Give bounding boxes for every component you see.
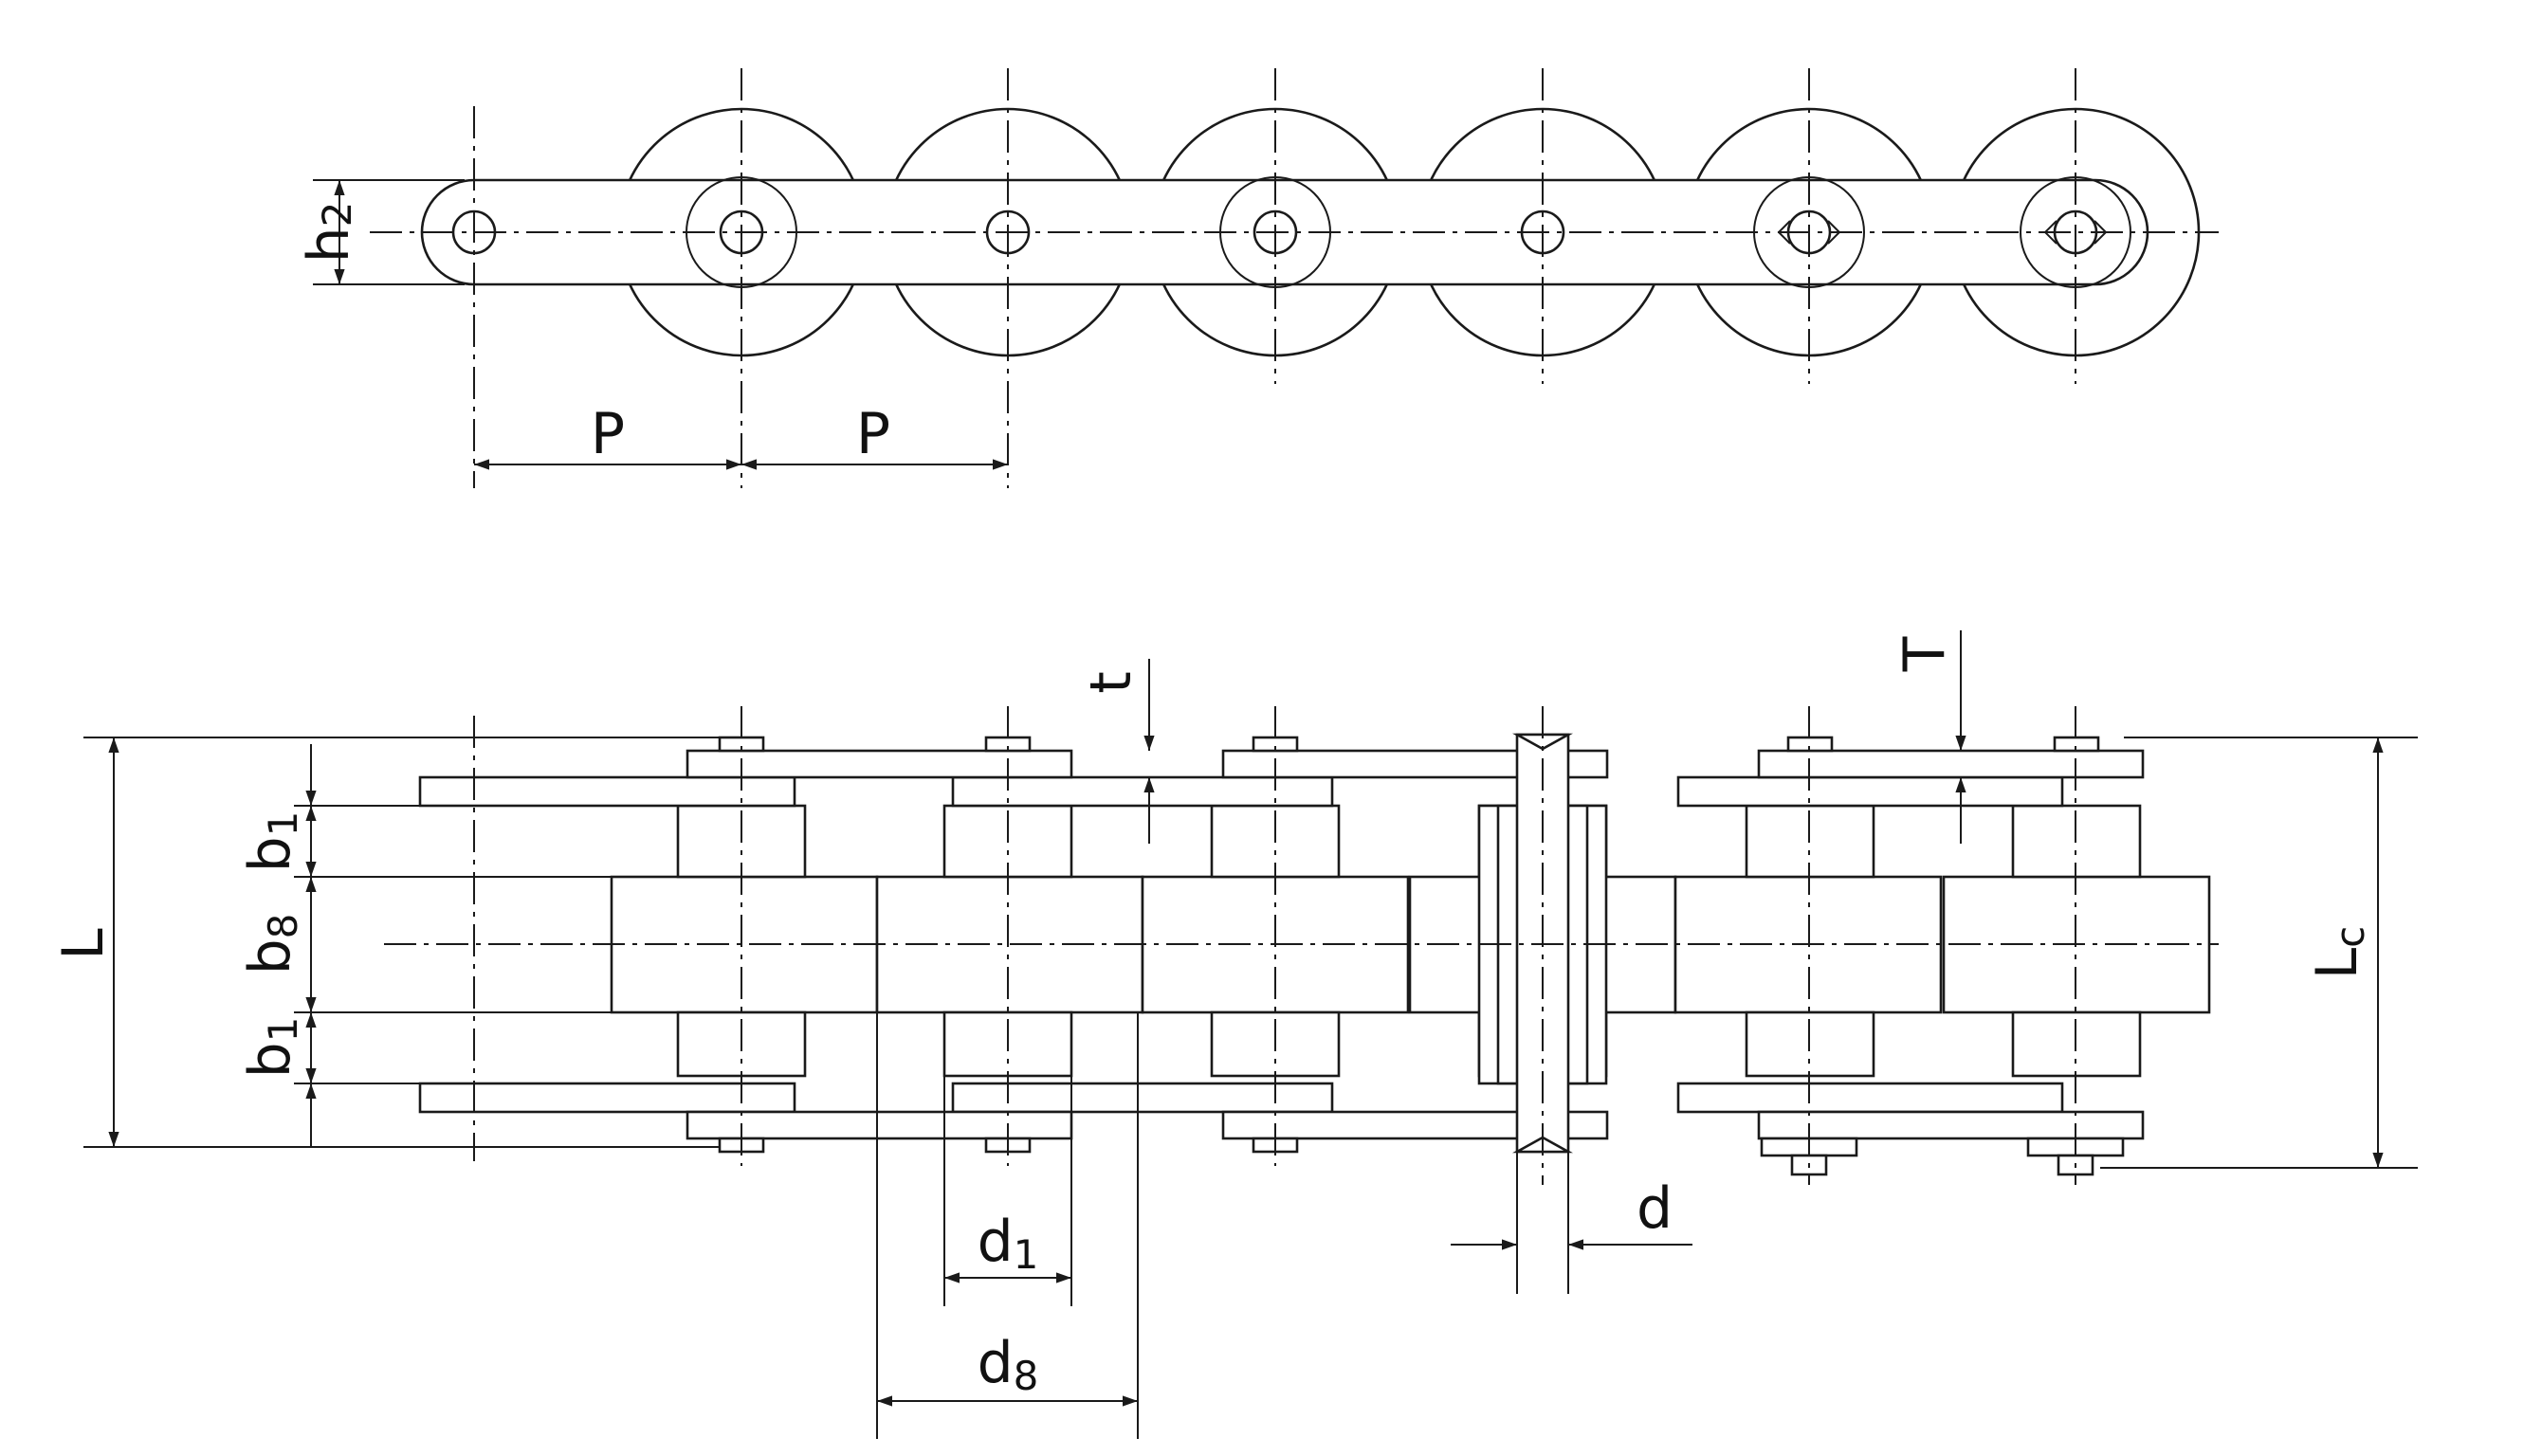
pitch-dimensions: P P xyxy=(474,401,1008,470)
side-view-centerlines xyxy=(370,68,2219,488)
d8-label: d xyxy=(978,1330,1014,1396)
d1-dimension: d1 xyxy=(943,1076,1072,1306)
d8-dimension: d8 xyxy=(876,1012,1139,1439)
L-label: L xyxy=(50,928,117,960)
svg-text:h2: h2 xyxy=(296,202,362,264)
d-label: d xyxy=(1637,1175,1673,1242)
Lc-label: L xyxy=(2304,947,2370,979)
b8-label: b xyxy=(237,938,303,974)
rollers xyxy=(616,107,2201,357)
svg-text:d8: d8 xyxy=(978,1330,1039,1399)
T-dimension: T xyxy=(1892,630,1966,844)
b8-label-subscript: 8 xyxy=(260,914,306,939)
L-dimension: L xyxy=(50,737,721,1148)
pitch-label-2: P xyxy=(856,401,890,467)
pitch-label-1: P xyxy=(591,401,625,467)
Lc-label-subscript: c xyxy=(2327,926,2373,948)
svg-text:Lc: Lc xyxy=(2304,926,2373,980)
plan-view: L b1 b8 b1 t xyxy=(50,630,2418,1439)
d-dimension: d xyxy=(1451,1152,1692,1294)
T-label: T xyxy=(1892,636,1958,672)
b1-label-bottom-subscript: 1 xyxy=(260,1017,306,1043)
svg-text:b8: b8 xyxy=(237,914,306,975)
d1-label-subscript: 1 xyxy=(1014,1231,1039,1278)
b1-label-top-subscript: 1 xyxy=(260,811,306,837)
h2-label-subscript: 2 xyxy=(314,202,360,228)
plan-view-centerlines xyxy=(384,706,2219,1185)
side-view: h2 P P xyxy=(296,68,2219,488)
h2-dimension: h2 xyxy=(296,179,465,285)
svg-text:d1: d1 xyxy=(978,1209,1039,1278)
b1-label-top: b xyxy=(237,836,303,872)
svg-text:b1: b1 xyxy=(237,811,306,873)
inner-plates xyxy=(418,775,2064,1114)
d8-label-subscript: 8 xyxy=(1014,1353,1039,1399)
t-dimension: t xyxy=(1078,659,1155,844)
Lc-dimension: Lc xyxy=(2100,737,2418,1169)
svg-text:b1: b1 xyxy=(237,1017,306,1079)
b-dimensions: b1 b8 b1 xyxy=(237,744,683,1147)
t-label: t xyxy=(1078,671,1144,694)
d1-label: d xyxy=(978,1209,1014,1275)
h2-label: h xyxy=(296,227,362,263)
b1-label-bottom: b xyxy=(237,1042,303,1078)
